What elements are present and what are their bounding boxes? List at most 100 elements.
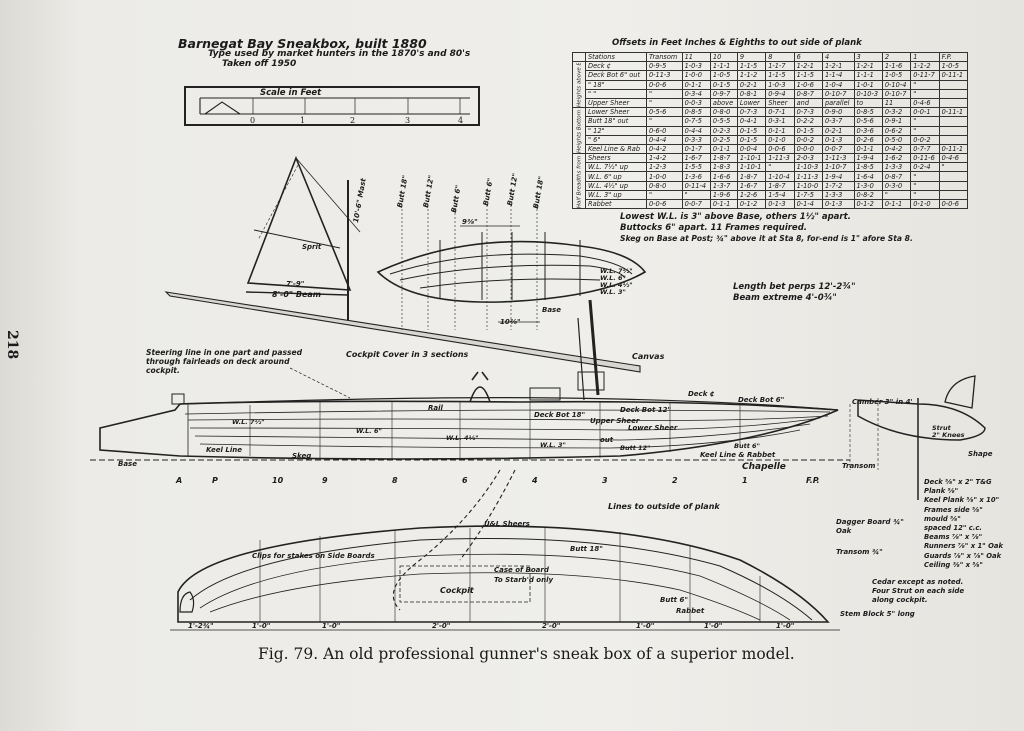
bottom-dim: 1'-0" [704,622,723,630]
label-steering: Steering line in one part and passed thr… [146,348,303,375]
sail-plan [245,155,361,325]
offsets-cell: 0-4-6 [938,153,969,164]
scale-tick-1: 1 [300,116,306,125]
offsets-station-header: Stations [585,51,647,63]
label-deck-bot18: Deck Bot 18" [534,411,586,419]
station-label: 3 [602,476,608,485]
offsets-cell: 1-7-5 [793,189,823,201]
station-label: 10 [272,476,284,485]
scantling-item: Deck ⅝" x 2" T&G [924,478,992,486]
offsets-cell: 0-0-2 [793,134,823,145]
label-case-board: Case of Board [494,566,549,574]
label-keel-rabbet: Keel Line & Rabbet [700,451,776,459]
label-keel-line: Keel Line [206,446,242,454]
label-lower-sheer: Lower Sheer [628,424,678,432]
label-section-dim: 9⅜" [462,218,478,226]
label-chapelle: Chapelle [742,462,786,472]
dagger-board-line [392,469,501,611]
offsets-row-label: W.L. 3" up [585,189,647,201]
station-label: P [212,476,218,485]
label-rabbet: Rabbet [676,607,705,615]
offsets-cell: 1-3-6 [681,171,711,182]
offsets-row-label: " 6" [585,134,647,145]
offsets-cell: 2-0-3 [793,153,823,164]
label-wl6: W.L. 6" [356,427,382,435]
station-label: 8 [392,476,398,485]
label-butt18b: Butt 18" [570,545,603,553]
scantling-item: Plank ⅝" [924,487,959,496]
label-dim-10: 10⅜" [500,318,521,326]
label-boom: 8'-0" Beam [272,290,322,299]
label-cockpit: Cockpit [440,586,474,595]
scale-box [184,86,480,126]
scantling-item: Beams ⅞" x ⅞" [924,533,983,542]
offsets-row-label: W.L. 7½" up [585,162,647,173]
station-label: A [176,476,183,485]
offsets-cell [938,171,969,182]
offsets-cell: 0-1-5 [793,125,823,136]
offsets-cell: " [938,162,969,173]
mast-post [588,299,600,396]
offsets-cell [938,180,969,191]
label-stbd: To Starb'd only [494,576,554,584]
label-deck-center: Deck ¢ [688,390,715,398]
label-stem-block: Stem Block 5" long [840,610,915,618]
label-transom: Transom [842,462,876,470]
bottom-dim: 1'-0" [636,622,655,630]
offsets-cell: 0-1-7 [681,143,711,155]
label-wl3: W.L. 3" [540,441,566,449]
note-beam: Beam extreme 4'-0¾" [733,293,837,303]
offsets-row-label: Rabbet [585,198,647,210]
label-upper-sheer: Upper Sheer [590,417,640,425]
label-rail: Rail [428,404,443,412]
scantling-item: Frames side ⅝" [924,505,983,514]
offsets-cell: " [681,189,711,201]
label-skeg: Skeg [292,452,312,460]
figure-caption: Fig. 79. An old professional gunner's sn… [258,645,795,663]
wl-legend-item: W.L. 3" [600,288,626,296]
offsets-station-header: 11 [681,51,711,63]
note-buttocks: Buttocks 6" apart. 11 Frames required. [620,223,808,233]
station-label: F.P. [806,476,820,485]
drawing-taken-off: Taken off 1950 [222,59,297,69]
offsets-cell: 1-10-3 [793,162,823,173]
bottom-dim: 2'-0" [432,622,451,630]
scale-label: Scale in Feet [260,88,322,98]
offsets-row-label: " 12" [585,125,647,136]
scantling-item: Keel Plank ⅝" x 10" [924,496,1000,505]
note-length: Length bet perps 12'-2¾" [733,282,856,292]
label-dagger: Dagger Board ¾" Oak [836,518,904,535]
wl-legend: W.L. 7½" W.L. 6" W.L. 4½" W.L. 3" [600,268,633,296]
label-shape: Shape [968,450,993,458]
label-ul-sheer: U&L Sheers [484,520,530,528]
label-lines-outside: Lines to outside of plank [608,502,720,511]
station-label: 1 [742,476,748,485]
station-label: 9 [322,476,328,485]
offsets-cell [938,125,969,136]
scantlings-list: Deck ⅝" x 2" T&G Plank ⅝" Keel Plank ⅝" … [924,478,1003,570]
note-lowest-wl: Lowest W.L. is 3" above Base, others 1½"… [620,212,851,222]
offsets-row-label: Sheers [585,153,647,164]
scale-tick-0: 0 [250,116,256,125]
label-canvas: Canvas [632,352,665,361]
offsets-row-label: Keel Line & Rab [585,143,647,155]
scantling-item: Runners ⅞" x 1" Oak [924,542,1003,551]
label-butt12: Butt 12" [620,444,651,452]
figure-caption-text: An old professional gunner's sneak box o… [323,645,795,663]
label-section-right: Strut 2" Knees [932,425,965,439]
bottom-dim: 1'-2¾" [188,622,214,630]
offsets-cell: 0-0-0 [793,143,823,155]
scale-tick-4: 4 [458,116,464,125]
